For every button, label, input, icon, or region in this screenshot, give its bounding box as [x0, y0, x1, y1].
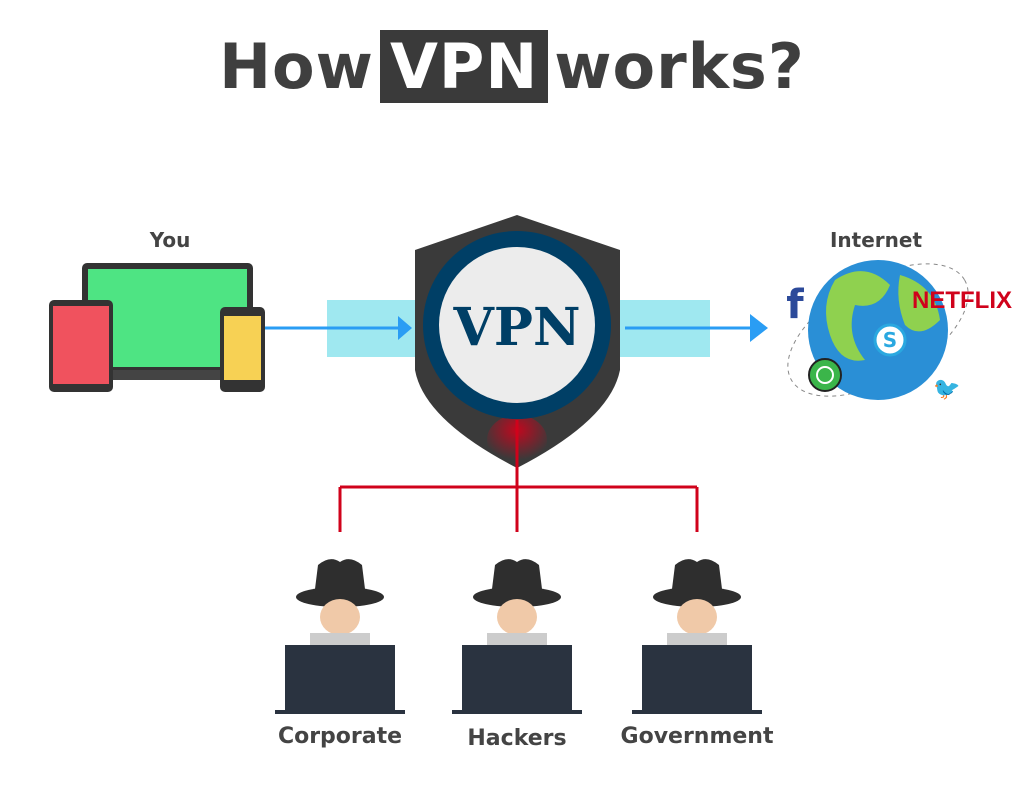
observer-government-icon	[632, 559, 762, 714]
title-highlight: VPN	[379, 30, 549, 103]
netflix-logo: NETFLIX	[912, 287, 1012, 314]
you-label: You	[149, 228, 191, 252]
observer-hackers-icon	[452, 559, 582, 714]
internet-label: Internet	[829, 228, 923, 252]
observer-label: Government	[620, 724, 774, 749]
observer-label: Hackers	[467, 726, 567, 751]
devices-icon	[49, 263, 265, 392]
observer-label: Corporate	[277, 724, 403, 749]
globe-icon: S	[787, 260, 969, 400]
svg-text:S: S	[883, 328, 897, 352]
observer-corporate-icon	[275, 559, 405, 714]
facebook-icon: f	[786, 282, 804, 328]
skype-icon	[873, 323, 907, 357]
arrow-right-icon	[398, 316, 412, 340]
threat-lines	[338, 420, 699, 532]
whatsapp-icon	[808, 358, 842, 392]
title-after: works?	[554, 30, 805, 103]
arrow-right-icon	[750, 314, 768, 342]
title-before: How	[219, 30, 374, 103]
vpn-label: VPN	[453, 297, 581, 358]
twitter-icon: 🐦	[933, 377, 960, 402]
